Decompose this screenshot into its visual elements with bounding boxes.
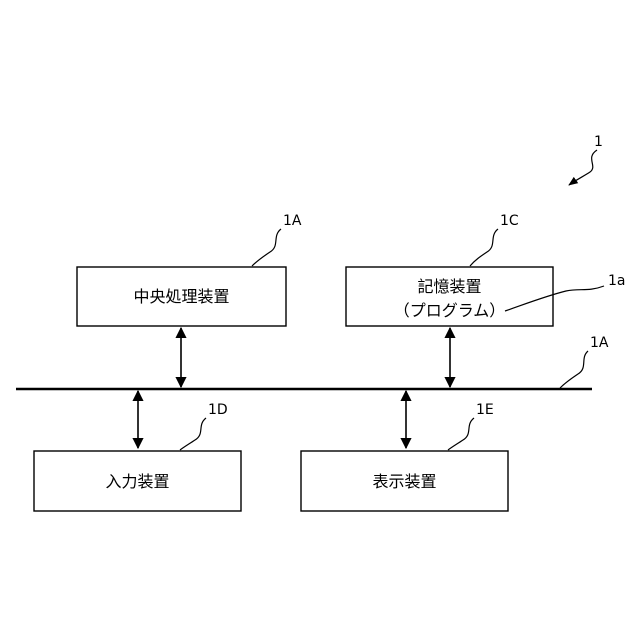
display-label: 表示装置 xyxy=(372,472,436,491)
storage-label-line1: 記憶装置 xyxy=(417,277,481,296)
cpu-reference-leader xyxy=(252,229,281,266)
bus-reference-leader xyxy=(560,351,588,388)
storage-reference-leader xyxy=(470,229,498,266)
figure-reference-arrow xyxy=(569,150,597,185)
input-reference: 1D xyxy=(208,402,228,418)
program-reference: 1a xyxy=(608,273,626,289)
display-reference-leader xyxy=(448,418,474,450)
figure-reference: 1 xyxy=(594,134,603,150)
storage-label-line2: （プログラム） xyxy=(394,301,506,320)
input-reference-leader xyxy=(180,418,206,450)
display-reference: 1E xyxy=(476,402,494,418)
input-label: 入力装置 xyxy=(105,472,169,491)
cpu-label: 中央処理装置 xyxy=(133,287,229,306)
storage-reference: 1C xyxy=(500,213,519,229)
cpu-reference: 1A xyxy=(283,213,302,229)
bus-reference: 1A xyxy=(590,335,609,351)
